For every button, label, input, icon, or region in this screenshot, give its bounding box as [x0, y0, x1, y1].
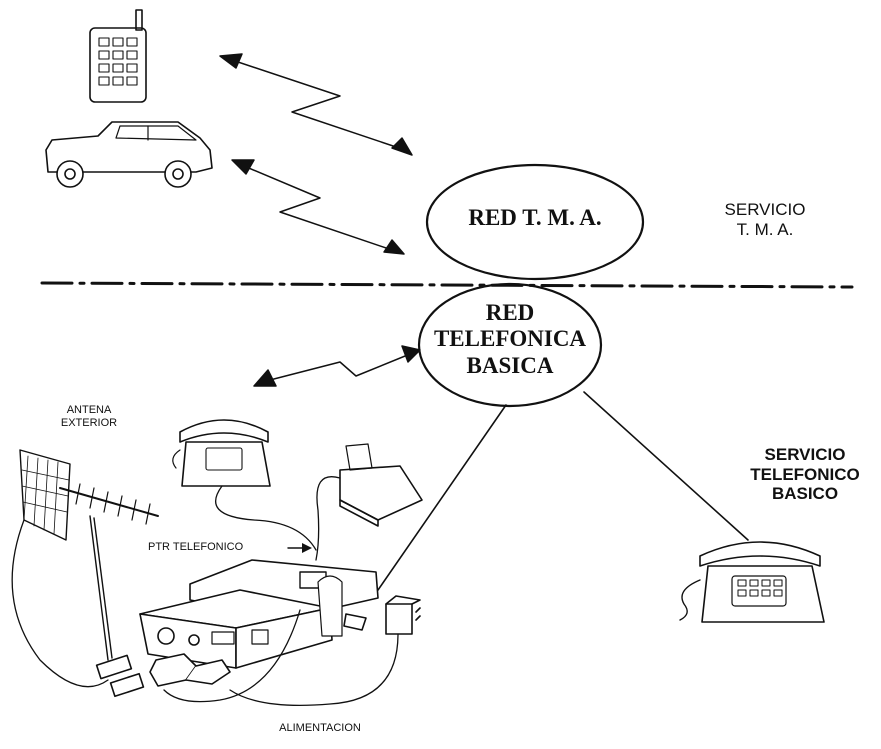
antena-label: ANTENA EXTERIOR	[44, 404, 134, 429]
yagi-antenna-icon	[19, 449, 159, 541]
line-network-to-terminal	[377, 404, 507, 591]
mobile-phone-icon	[89, 9, 147, 103]
antena-line-1: ANTENA	[66, 404, 112, 416]
servicio-basico-line-1: SERVICIO	[764, 445, 846, 464]
line-network-to-phone	[583, 391, 749, 541]
whip-antenna-icon	[89, 515, 145, 698]
servicio-basico-line-3: BASICO	[771, 484, 839, 504]
car-icon	[45, 121, 213, 188]
servicio-basico-line-2: TELEFONICO	[750, 464, 860, 484]
servicio-tma-line-2: T. M. A.	[736, 219, 794, 239]
fax-cable	[315, 476, 341, 561]
red-tma-label: RED T. M. A.	[468, 205, 602, 230]
servicio-tma-label: SERVICIO T. M. A.	[700, 200, 830, 239]
terminal-unit-icon	[139, 559, 379, 669]
desk-phone-icon	[172, 419, 271, 487]
radio-link-car	[231, 159, 405, 255]
radio-link-phone	[219, 53, 413, 156]
alimentacion-label: ALIMENTACION	[279, 722, 361, 734]
antenna-cable	[11, 519, 109, 688]
red-basica-line-2: TELEFONICA	[433, 326, 587, 352]
adapter-cable	[229, 633, 399, 706]
power-cable	[163, 609, 301, 703]
servicio-basico-label: SERVICIO TELEFONICO BASICO	[740, 445, 870, 504]
ptr-label: PTR TELEFONICO	[148, 541, 244, 553]
antena-line-2: EXTERIOR	[60, 416, 118, 429]
red-basica-line-1: RED	[485, 300, 535, 325]
fax-machine-icon	[339, 443, 423, 527]
red-basica-ellipse	[417, 282, 603, 408]
power-adapter-icon	[385, 595, 421, 635]
service-divider-line	[40, 281, 854, 289]
desk-phone-icon	[679, 541, 825, 623]
red-basica-label: RED TELEFONICA BASICA	[420, 300, 600, 379]
servicio-tma-line-1: SERVICIO	[724, 200, 806, 219]
battery-pack-icon	[149, 653, 231, 687]
red-basica-line-3: BASICA	[466, 352, 554, 378]
red-tma-ellipse	[425, 163, 645, 281]
radio-link-terminal	[253, 345, 421, 387]
phone-cable	[215, 485, 317, 551]
